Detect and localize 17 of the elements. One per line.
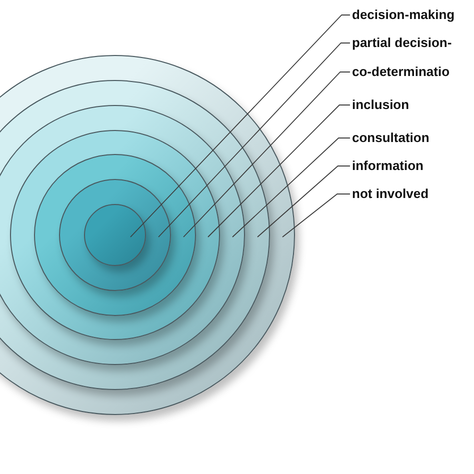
ring-label: not involved [352, 186, 429, 202]
leader-line [183, 72, 350, 238]
leader-line [282, 194, 350, 238]
concentric-ring [0, 80, 270, 390]
concentric-ring [84, 204, 146, 266]
ring-label: partial decision- [352, 35, 452, 51]
ring-label: decision-making [352, 7, 455, 23]
leader-line [130, 14, 350, 238]
leader-line [232, 138, 350, 238]
ring-label: information [352, 158, 424, 174]
leader-line [208, 104, 350, 238]
ring-label: consultation [352, 130, 430, 146]
leader-line [158, 42, 350, 238]
ring-label: co-determinatio [352, 64, 450, 80]
leader-line [257, 166, 350, 238]
concentric-ring [0, 105, 245, 365]
ring-label: inclusion [352, 97, 410, 113]
